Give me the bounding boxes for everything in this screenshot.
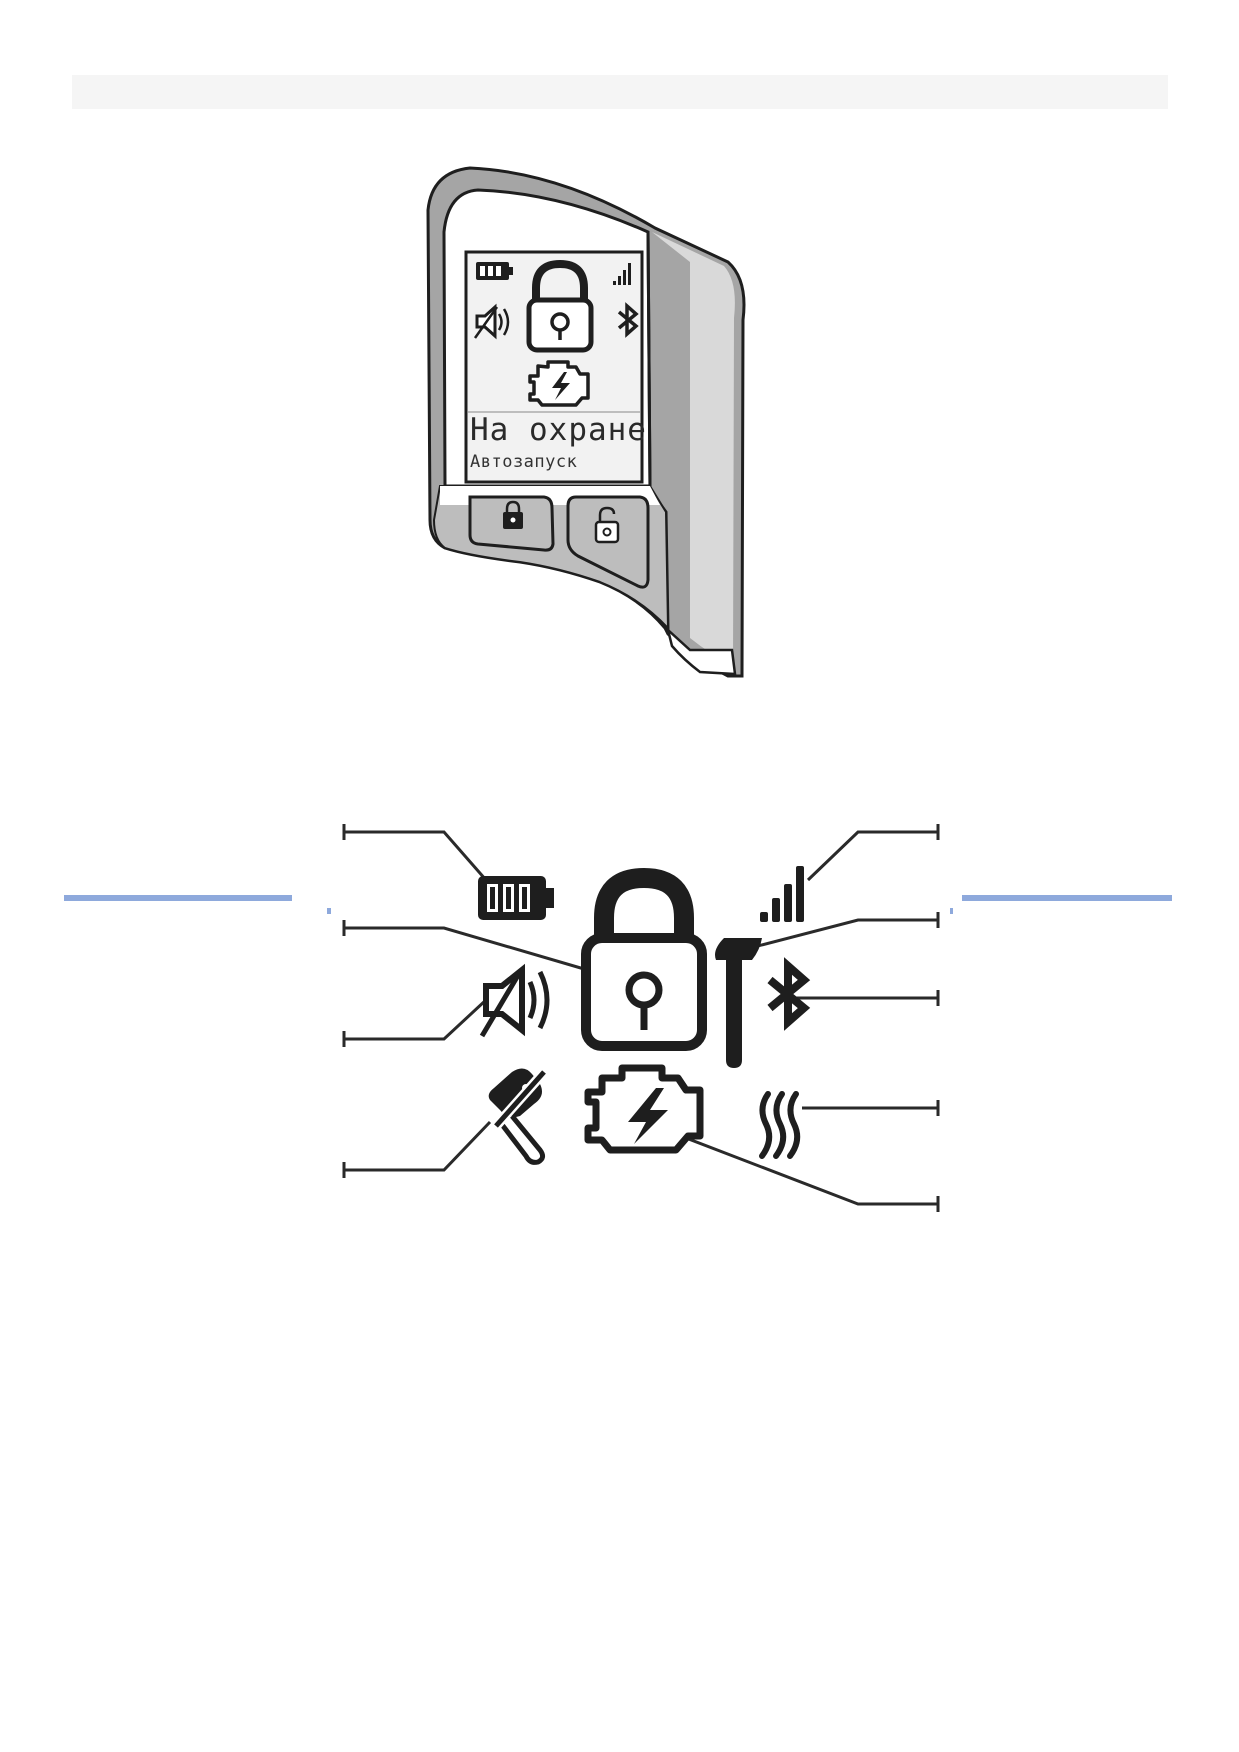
unlock-button-icon [594, 506, 620, 544]
lock-button-icon [503, 500, 523, 529]
accent-dot-right [950, 908, 953, 914]
key-fob: На охране Автозапуск [426, 166, 746, 678]
heater-icon [759, 1091, 801, 1159]
lock-button[interactable] [468, 495, 555, 552]
fob-keyring-tab [665, 626, 737, 676]
sound-muted-icon [479, 963, 550, 1038]
header-bar [72, 75, 1168, 109]
padlock-icon [581, 867, 707, 1051]
padlock-icon [526, 259, 594, 353]
battery-icon [476, 262, 513, 280]
bluetooth-icon [617, 302, 639, 338]
icon-legend [64, 824, 1172, 1212]
lcd-sub-text: Автозапуск [470, 452, 577, 472]
signal-icon [613, 263, 631, 285]
fob-shell-highlight [652, 232, 735, 666]
service-wrench-icon [715, 938, 762, 1068]
sound-muted-icon [473, 303, 510, 340]
battery-icon [478, 876, 554, 920]
key-crossed-icon [488, 1068, 548, 1165]
signal-icon [760, 866, 804, 922]
unlock-button[interactable] [566, 495, 650, 589]
leader-lines [342, 824, 940, 1212]
bluetooth-icon [767, 957, 811, 1031]
engine-icon [528, 360, 590, 407]
lcd-status-text: На охране [470, 412, 647, 448]
engine-icon [584, 1064, 704, 1154]
accent-dot-left [327, 908, 331, 914]
